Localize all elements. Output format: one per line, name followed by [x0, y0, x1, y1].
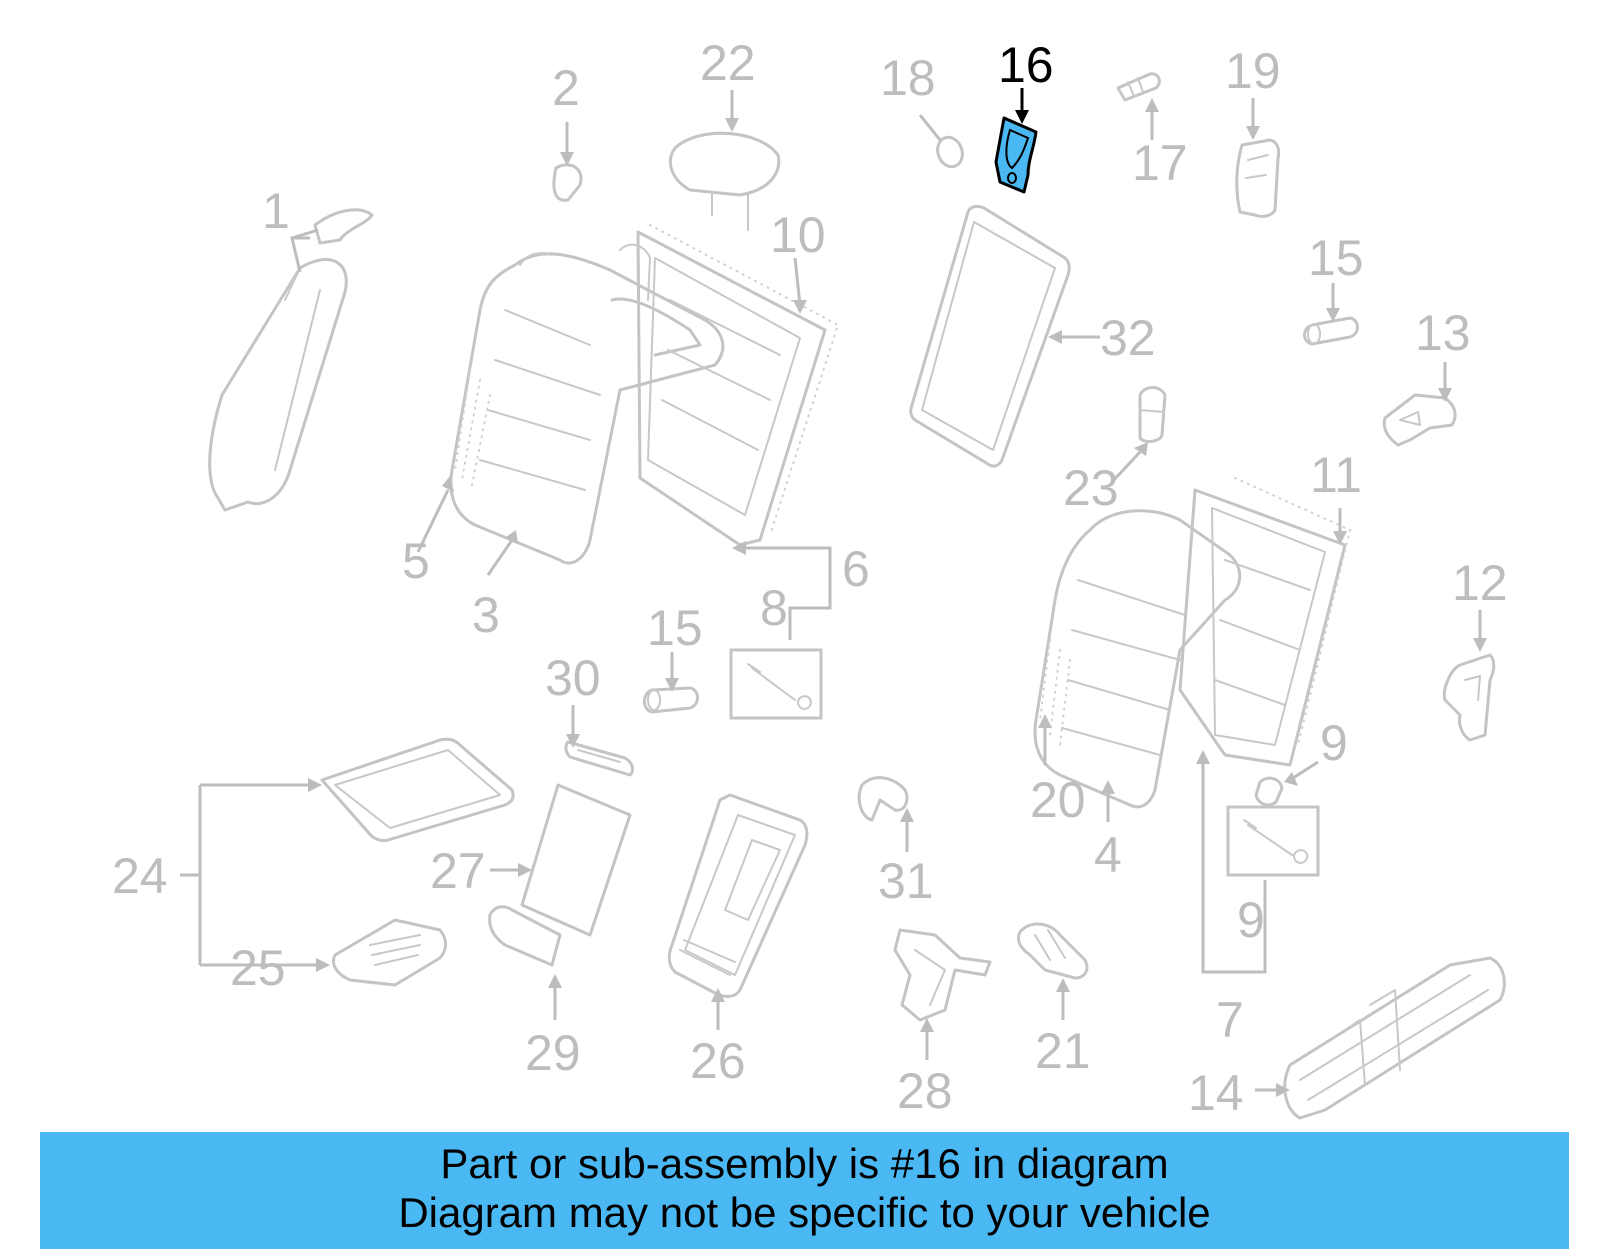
part-12-seatback-frame-right: [1178, 477, 1352, 767]
part-3-seatback-cover: [449, 252, 725, 565]
part-31-cover: [1016, 922, 1089, 980]
callout-9b: 9: [1237, 892, 1265, 948]
callout-28: 30: [545, 650, 601, 706]
part-10-clip: [1254, 776, 1284, 807]
part-28-strip: [564, 740, 634, 777]
callout-3: 3: [472, 587, 500, 643]
part-26-panel: [909, 204, 1071, 468]
callout-31: 21: [1035, 1023, 1091, 1079]
callout-26: 32: [1100, 310, 1156, 366]
callout-14: 13: [1415, 305, 1471, 361]
part-13-hinge-cover: [1442, 653, 1496, 742]
callout-23: 25: [230, 940, 286, 996]
callout-29: 28: [897, 1063, 953, 1119]
callout-16: 16: [998, 37, 1054, 93]
part-4-seatback-cover-right: [1033, 509, 1241, 809]
part-15a-pin: [643, 686, 699, 714]
leader-5: [416, 489, 450, 553]
banner-line-1: Part or sub-assembly is #16 in diagram: [440, 1140, 1169, 1187]
banner-line-2: Diagram may not be specific to your vehi…: [398, 1189, 1211, 1236]
callout-10: 9: [1320, 715, 1348, 771]
part-19-trim: [1235, 138, 1281, 218]
callout-13: 12: [1452, 555, 1508, 611]
leader-18: [918, 114, 942, 141]
callout-7: 6: [842, 541, 870, 597]
callout-27: 29: [525, 1025, 581, 1081]
callout-18: 18: [880, 50, 936, 106]
callout-8: 7: [1216, 992, 1244, 1048]
part-25-pad: [520, 783, 632, 937]
part-21-plug: [1138, 386, 1167, 444]
callout-6: 20: [1030, 772, 1086, 828]
part-29-bracket: [893, 928, 992, 1022]
part-9a-bolt-kit: [729, 648, 823, 720]
info-banner: Part or sub-assembly is #16 in diagram D…: [40, 1132, 1569, 1249]
part-22-cushion: [320, 737, 515, 842]
callout-24: 26: [690, 1033, 746, 1089]
callout-15a: 15: [647, 600, 703, 656]
callout-20: 22: [700, 35, 756, 91]
callout-11: 10: [770, 207, 826, 263]
callout-4: 4: [1094, 827, 1122, 883]
callout-32: 14: [1188, 1065, 1244, 1121]
part-23-bracket: [332, 918, 448, 987]
callout-15b: 15: [1308, 230, 1364, 286]
part-14-bracket: [1382, 393, 1457, 447]
leader-7: [740, 546, 832, 640]
callout-5: 5: [402, 533, 430, 589]
part-30-hook: [857, 776, 909, 822]
part-2-cap: [552, 163, 583, 202]
callout-21: 23: [1063, 460, 1119, 516]
callout-30: 31: [878, 853, 934, 909]
part-24-seat-frame: [667, 793, 809, 998]
leader-1b: [291, 228, 319, 240]
callout-2: 2: [552, 60, 580, 116]
part-1-armrest: [208, 208, 374, 512]
part-15b-pin: [1303, 316, 1359, 346]
callout-1: 1: [262, 183, 290, 239]
callout-19: 19: [1225, 43, 1281, 99]
part-16-highlighted: [994, 116, 1038, 194]
leader-3: [486, 539, 514, 576]
part-20-headrest: [669, 131, 781, 231]
callout-22: 24: [112, 848, 168, 904]
callout-9a: 8: [760, 580, 788, 636]
part-11-seatback-frame: [619, 224, 840, 547]
part-9b-bolt-kit: [1226, 805, 1320, 877]
part-18-ring: [936, 135, 964, 169]
part-17-bolt: [1116, 72, 1161, 102]
leader-11: [793, 257, 802, 306]
leader-21: [1110, 450, 1142, 484]
part-32-rail: [1283, 956, 1506, 1120]
leader-8: [1201, 760, 1267, 974]
callout-12: 11: [1310, 447, 1362, 503]
leader-10: [1289, 760, 1319, 782]
callout-17: 17: [1132, 135, 1188, 191]
callout-25: 27: [430, 843, 486, 899]
leader-22-23: [180, 783, 320, 967]
part-27-trim: [488, 905, 562, 967]
